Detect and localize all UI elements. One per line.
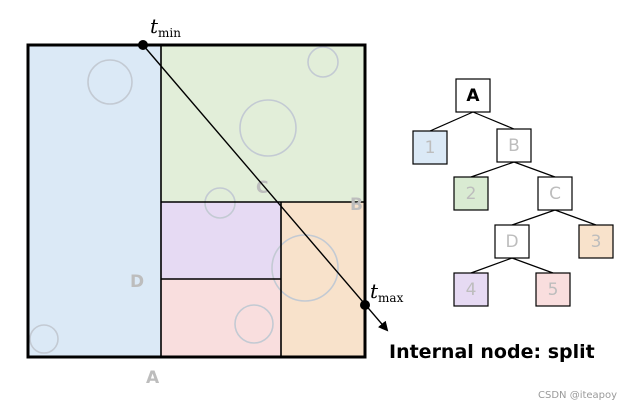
tree-leaf-1: 1 [412,130,448,165]
tree-edge [470,257,513,274]
ray-tmax-point [360,300,370,310]
tree-node-a: A [455,78,491,113]
tree-edge [554,209,597,226]
region-b-fill [161,45,365,202]
primitive-circle [239,99,297,157]
tree-leaf-1-label: 1 [425,138,436,158]
tree-leaf-5-label: 5 [548,280,559,300]
tree-leaf-3-label: 3 [591,232,602,252]
tree-node-c: C [537,176,573,211]
tree-leaf-4-label: 4 [466,280,477,300]
tree-edge [511,257,554,274]
tree-edge [513,161,556,178]
tree-edge [511,209,556,226]
region-c-fill [281,202,365,357]
tree-edge [472,111,515,130]
ray-tmin-point [138,40,148,50]
tree-leaf-3: 3 [578,224,614,259]
ray [142,44,389,332]
tree-leaf-4: 4 [453,272,489,307]
tree-edge [429,111,474,132]
tree-node-d-label: D [505,232,518,252]
primitive-circle [307,46,339,78]
tree-node-b: B [496,128,532,163]
tree-node-b-label: B [508,136,520,156]
region-label-c: C [256,178,268,198]
tmin-label: tmin [150,14,181,40]
caption: Internal node: split [389,341,595,363]
spatial-partition: A B C D tmin tmax [26,14,404,388]
tree-node-c-label: C [549,184,561,204]
primitive-circle [29,324,59,354]
tree-leaf-5: 5 [535,272,571,307]
primitive-circle [234,304,274,344]
bvh-tree: A B C D 1 2 3 4 [412,78,614,307]
region-label-b: B [350,195,363,215]
region-d-pink-fill [161,279,281,357]
scene-bounds [26,43,367,359]
tree-leaf-2: 2 [453,176,489,211]
tree-leaf-2-label: 2 [466,184,477,204]
primitive-circle [87,59,133,105]
region-a-fill [28,45,161,357]
tmax-label: tmax [370,279,404,305]
region-d-purple-fill [161,202,281,279]
tree-node-d: D [494,224,530,259]
primitive-circle [204,187,236,219]
tree-edge [470,161,515,178]
region-label-d: D [130,272,144,292]
region-label-a: A [146,368,160,388]
watermark: CSDN @iteapoy [538,390,617,401]
tree-node-a-label: A [466,86,480,106]
